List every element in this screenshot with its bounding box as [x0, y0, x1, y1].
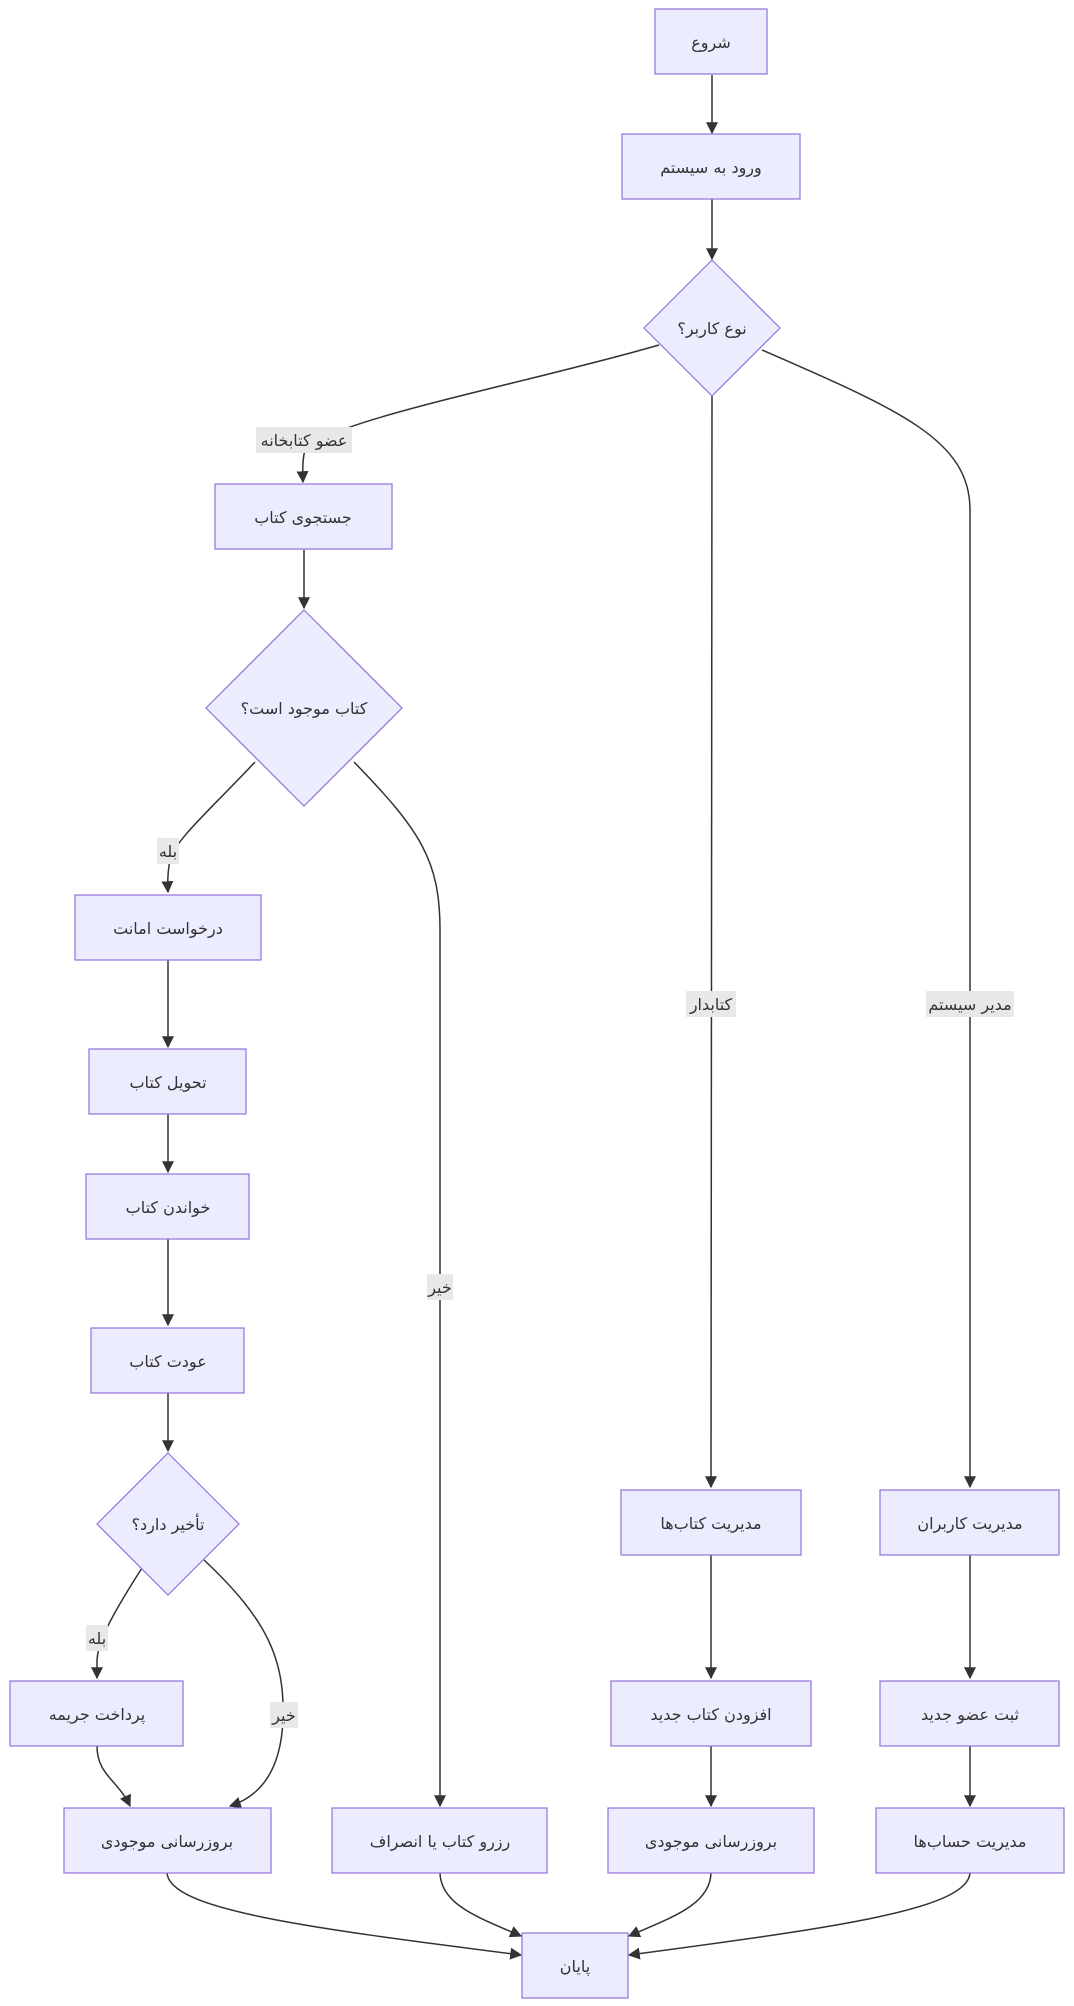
node-deliver-book: تحویل کتاب — [88, 1048, 247, 1115]
node-manage-accounts: مدیریت حساب‌ها — [875, 1807, 1065, 1874]
edge-label-available-no: خیر — [427, 1274, 453, 1300]
node-add-new-book: افزودن کتاب جدید — [610, 1680, 812, 1747]
node-pay-fine: پرداخت جریمه — [9, 1680, 184, 1747]
svg-text:پایان: پایان — [560, 1957, 590, 1977]
svg-text:بله: بله — [159, 842, 177, 861]
node-is-late: تأخیر دارد؟ — [96, 1452, 240, 1596]
svg-text:خیر: خیر — [427, 1278, 452, 1298]
svg-text:مدیریت کاربران: مدیریت کاربران — [917, 1514, 1022, 1534]
edge-payfine-update — [96, 1745, 131, 1808]
edge-usertype-manageusers — [761, 349, 976, 1489]
svg-text:مدیریت کتاب‌ها: مدیریت کتاب‌ها — [660, 1514, 761, 1534]
svg-text:رزرو کتاب یا انصراف: رزرو کتاب یا انصراف — [370, 1832, 511, 1852]
edge-updatemember-end — [166, 1871, 523, 1960]
edge-available-reserve — [353, 761, 446, 1808]
svg-text:تحویل کتاب: تحویل کتاب — [129, 1073, 206, 1093]
node-manage-books: مدیریت کتاب‌ها — [620, 1489, 802, 1556]
svg-text:بروزرسانی موجودی: بروزرسانی موجودی — [645, 1832, 777, 1852]
node-manage-users: مدیریت کاربران — [879, 1489, 1060, 1556]
edge-usertype-search — [296, 344, 660, 484]
edge-label-librarian: کتابدار — [686, 991, 736, 1017]
edge-labels: عضو کتابخانه کتابدار مدیر سیستم بله خیر … — [86, 427, 1014, 1728]
node-book-available: کتاب موجود است؟ — [205, 609, 403, 807]
node-search-book: جستجوی کتاب — [214, 483, 393, 550]
svg-text:مدیریت حساب‌ها: مدیریت حساب‌ها — [914, 1832, 1027, 1852]
edge-label-admin: مدیر سیستم — [926, 991, 1014, 1017]
svg-text:نوع کاربر؟: نوع کاربر؟ — [677, 319, 746, 339]
edge-label-available-yes: بله — [157, 838, 179, 864]
edge-available-borrow — [161, 761, 256, 894]
node-login: ورود به سیستم — [621, 133, 801, 200]
edge-late-update — [203, 1559, 284, 1809]
node-return-book: عودت کتاب — [90, 1327, 245, 1394]
svg-text:ثبت عضو جدید: ثبت عضو جدید — [921, 1705, 1019, 1725]
node-register-member: ثبت عضو جدید — [879, 1680, 1060, 1747]
edges — [91, 75, 976, 1960]
svg-text:عودت کتاب: عودت کتاب — [129, 1352, 206, 1372]
svg-text:درخواست امانت: درخواست امانت — [113, 919, 223, 939]
svg-text:خواندن کتاب: خواندن کتاب — [126, 1198, 211, 1218]
svg-text:مدیر سیستم: مدیر سیستم — [928, 995, 1011, 1015]
svg-text:بروزرسانی موجودی: بروزرسانی موجودی — [101, 1832, 233, 1852]
edge-label-late-yes: بله — [86, 1625, 108, 1651]
edge-late-payfine — [91, 1567, 143, 1680]
node-update-inventory-member: بروزرسانی موجودی — [63, 1807, 272, 1874]
svg-text:خیر: خیر — [271, 1706, 296, 1726]
edge-reserve-end — [439, 1871, 523, 1938]
svg-text:کتاب موجود است؟: کتاب موجود است؟ — [241, 699, 368, 719]
edge-updatelib-end — [627, 1871, 712, 1938]
edge-accounts-end — [627, 1871, 971, 1960]
node-start: شروع — [654, 8, 768, 75]
edge-label-late-no: خیر — [270, 1702, 298, 1728]
svg-text:افزودن کتاب جدید: افزودن کتاب جدید — [650, 1705, 771, 1725]
svg-text:جستجوی کتاب: جستجوی کتاب — [254, 508, 352, 528]
svg-text:کتابدار: کتابدار — [689, 995, 733, 1015]
svg-text:پرداخت جریمه: پرداخت جریمه — [49, 1705, 146, 1725]
edge-label-member: عضو کتابخانه — [256, 427, 352, 453]
svg-text:بله: بله — [88, 1629, 106, 1648]
svg-text:شروع: شروع — [691, 33, 731, 53]
node-user-type: نوع کاربر؟ — [643, 259, 781, 397]
svg-text:عضو کتابخانه: عضو کتابخانه — [261, 431, 348, 451]
node-reserve-or-cancel: رزرو کتاب یا انصراف — [331, 1807, 548, 1874]
edge-usertype-managebooks — [705, 395, 718, 1489]
svg-text:تأخیر دارد؟: تأخیر دارد؟ — [132, 1513, 205, 1535]
node-end: پایان — [521, 1932, 629, 1999]
node-read-book: خواندن کتاب — [85, 1173, 250, 1240]
node-borrow-request: درخواست امانت — [74, 894, 262, 961]
svg-text:ورود به سیستم: ورود به سیستم — [660, 158, 762, 178]
node-update-inventory-librarian: بروزرسانی موجودی — [607, 1807, 815, 1874]
nodes: شروع ورود به سیستم نوع کاربر؟ جستجوی کتا… — [9, 8, 1065, 1999]
